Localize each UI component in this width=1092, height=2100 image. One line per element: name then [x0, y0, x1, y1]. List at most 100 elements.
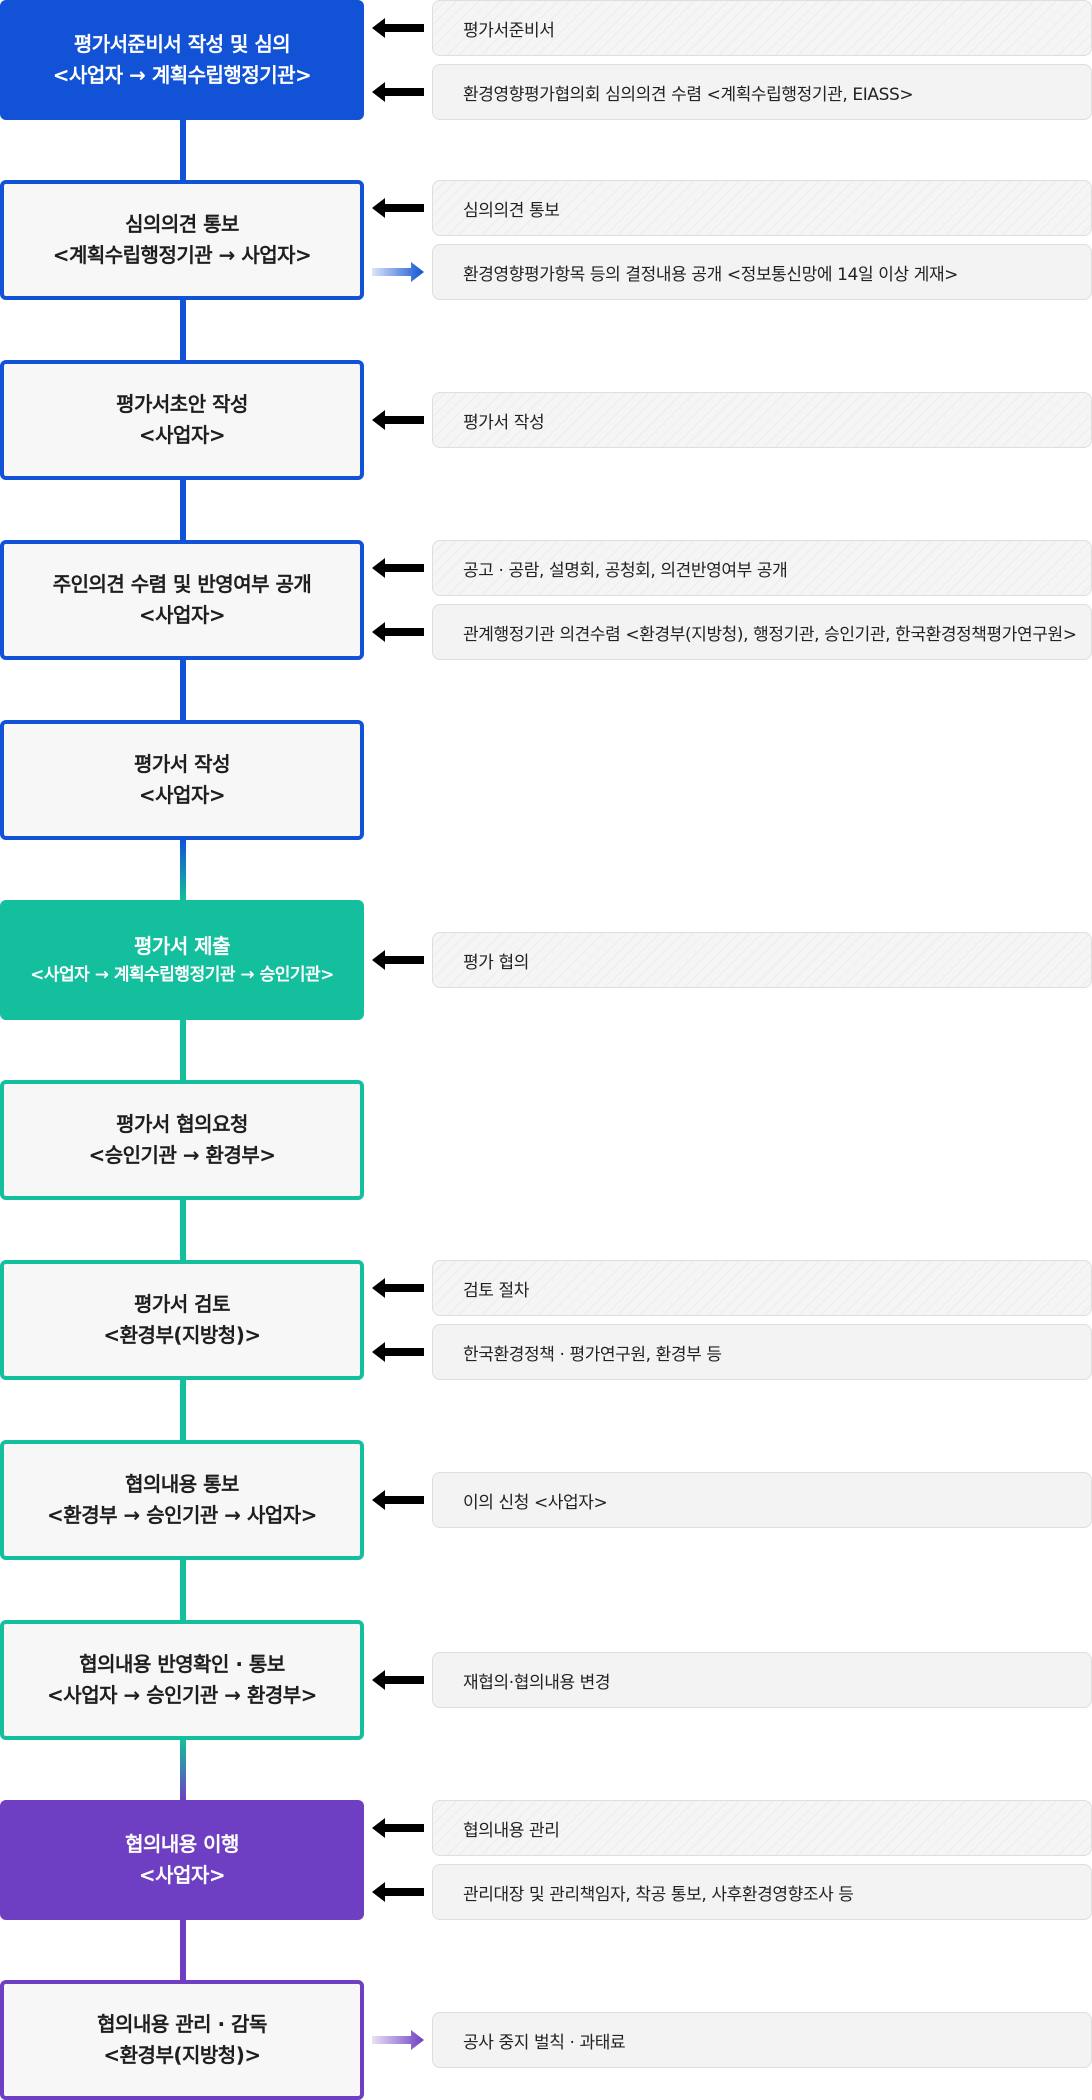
note-text: 이의 신청 <사업자> — [463, 1492, 608, 1513]
step-subtitle: <환경부(지방청)> — [103, 2043, 261, 2067]
step-subtitle: <사업자 → 계획수립행정기관 → 승인기관> — [30, 965, 334, 986]
note-box: 평가서 작성 — [432, 392, 1092, 448]
note-text: 환경영향평가항목 등의 결정내용 공개 <정보통신망에 14일 이상 게재> — [463, 264, 959, 285]
note-text: 관계행정기관 의견수렴 <환경부(지방청), 행정기관, 승인기관, 한국환경정… — [463, 624, 1077, 645]
note-text: 환경영향평가협의회 심의의견 수렴 <계획수립행정기관, EIASS> — [463, 84, 914, 105]
step-title: 심의의견 통보 — [125, 212, 239, 236]
arrow-left-icon — [372, 1342, 424, 1362]
arrow-left-icon — [372, 198, 424, 218]
note-box: 검토 절차 — [432, 1260, 1092, 1316]
step-title: 평가서 제출 — [134, 934, 230, 959]
arrow-shape — [372, 410, 424, 430]
note-box: 환경영향평가협의회 심의의견 수렴 <계획수립행정기관, EIASS> — [432, 64, 1092, 120]
note-box: 환경영향평가항목 등의 결정내용 공개 <정보통신망에 14일 이상 게재> — [432, 244, 1092, 300]
step-subtitle: <사업자> — [138, 423, 226, 447]
note-text: 평가 협의 — [463, 952, 529, 973]
step-box: 협의내용 이행<사업자> — [0, 1800, 364, 1920]
note-text: 재협의·협의내용 변경 — [463, 1672, 611, 1693]
arrow-left-icon — [372, 1670, 424, 1690]
note-box: 한국환경정책 · 평가연구원, 환경부 등 — [432, 1324, 1092, 1380]
step-subtitle: <환경부 → 승인기관 → 사업자> — [47, 1503, 317, 1527]
step-box: 평가서 협의요청<승인기관 → 환경부> — [0, 1080, 364, 1200]
arrow-left-icon — [372, 410, 424, 430]
step-box: 협의내용 관리 · 감독 <환경부(지방청)> — [0, 1980, 364, 2100]
note-text: 검토 절차 — [463, 1280, 529, 1301]
arrow-shape — [372, 1490, 424, 1510]
note-box: 심의의견 통보 — [432, 180, 1092, 236]
arrow-shape — [372, 18, 424, 38]
step-subtitle: <사업자> — [138, 603, 226, 627]
step-box: 심의의견 통보 <계획수립행정기관 → 사업자> — [0, 180, 364, 300]
arrow-shape — [372, 1342, 424, 1362]
connector-line — [180, 1380, 186, 1440]
note-text: 공사 중지 벌칙 · 과태료 — [463, 2032, 626, 2053]
arrow-shape — [372, 262, 424, 282]
arrow-left-icon — [372, 622, 424, 642]
note-box: 공사 중지 벌칙 · 과태료 — [432, 2012, 1092, 2068]
step-title: 협의내용 통보 — [125, 1472, 239, 1496]
note-text: 협의내용 관리 — [463, 1820, 560, 1841]
note-box: 평가 협의 — [432, 932, 1092, 988]
step-subtitle: <환경부(지방청)> — [103, 1323, 261, 1347]
connector-line — [180, 1200, 186, 1260]
arrow-shape — [372, 1882, 424, 1902]
connector-line — [180, 840, 186, 900]
step-title: 협의내용 반영확인 · 통보 — [79, 1652, 285, 1676]
step-subtitle: <사업자 → 계획수립행정기관> — [52, 63, 312, 87]
arrow-shape — [372, 558, 424, 578]
connector-line — [180, 660, 186, 720]
note-box: 공고 · 공람, 설명회, 공청회, 의견반영여부 공개 — [432, 540, 1092, 596]
arrow-right-icon — [372, 262, 424, 282]
step-subtitle: <승인기관 → 환경부> — [88, 1143, 277, 1167]
connector-line — [180, 1740, 186, 1800]
note-text: 평가서 작성 — [463, 412, 545, 433]
step-box: 평가서준비서 작성 및 심의 <사업자 → 계획수립행정기관> — [0, 0, 364, 120]
arrow-shape — [372, 1670, 424, 1690]
step-title: 평가서준비서 작성 및 심의 — [73, 32, 291, 56]
arrow-shape — [372, 950, 424, 970]
arrow-shape — [372, 2030, 424, 2050]
step-subtitle: <사업자> — [138, 783, 226, 807]
step-title: 평가서초안 작성 — [116, 392, 248, 416]
connector-line — [180, 1920, 186, 1980]
arrow-left-icon — [372, 950, 424, 970]
arrow-shape — [372, 1278, 424, 1298]
step-title: 협의내용 이행 — [125, 1832, 239, 1856]
step-box: 평가서 검토 <환경부(지방청)> — [0, 1260, 364, 1380]
connector-line — [180, 1560, 186, 1620]
step-subtitle: <사업자 → 승인기관 → 환경부> — [47, 1683, 317, 1707]
connector-line — [180, 1020, 186, 1080]
note-box: 관리대장 및 관리책임자, 착공 통보, 사후환경영향조사 등 — [432, 1864, 1092, 1920]
connector-line — [180, 120, 186, 180]
connector-line — [180, 480, 186, 540]
note-box: 협의내용 관리 — [432, 1800, 1092, 1856]
note-text: 심의의견 통보 — [463, 200, 560, 221]
arrow-shape — [372, 82, 424, 102]
step-subtitle: <계획수립행정기관 → 사업자> — [52, 243, 312, 267]
arrow-right-icon — [372, 2030, 424, 2050]
note-box: 관계행정기관 의견수렴 <환경부(지방청), 행정기관, 승인기관, 한국환경정… — [432, 604, 1092, 660]
note-text: 관리대장 및 관리책임자, 착공 통보, 사후환경영향조사 등 — [463, 1884, 854, 1905]
step-box: 평가서 작성<사업자> — [0, 720, 364, 840]
arrow-shape — [372, 622, 424, 642]
note-text: 한국환경정책 · 평가연구원, 환경부 등 — [463, 1344, 722, 1365]
arrow-left-icon — [372, 1490, 424, 1510]
arrow-shape — [372, 1818, 424, 1838]
connector-line — [180, 300, 186, 360]
step-box: 평가서 제출 <사업자 → 계획수립행정기관 → 승인기관> — [0, 900, 364, 1020]
arrow-left-icon — [372, 18, 424, 38]
note-text: 공고 · 공람, 설명회, 공청회, 의견반영여부 공개 — [463, 560, 788, 581]
step-box: 평가서초안 작성 <사업자> — [0, 360, 364, 480]
step-box: 협의내용 반영확인 · 통보 <사업자 → 승인기관 → 환경부> — [0, 1620, 364, 1740]
arrow-left-icon — [372, 1882, 424, 1902]
step-title: 주인의견 수렴 및 반영여부 공개 — [52, 572, 312, 596]
step-title: 협의내용 관리 · 감독 — [97, 2012, 267, 2036]
arrow-shape — [372, 198, 424, 218]
note-box: 평가서준비서 — [432, 0, 1092, 56]
step-title: 평가서 검토 — [134, 1292, 230, 1316]
arrow-left-icon — [372, 1818, 424, 1838]
arrow-left-icon — [372, 558, 424, 578]
arrow-left-icon — [372, 82, 424, 102]
note-box: 재협의·협의내용 변경 — [432, 1652, 1092, 1708]
